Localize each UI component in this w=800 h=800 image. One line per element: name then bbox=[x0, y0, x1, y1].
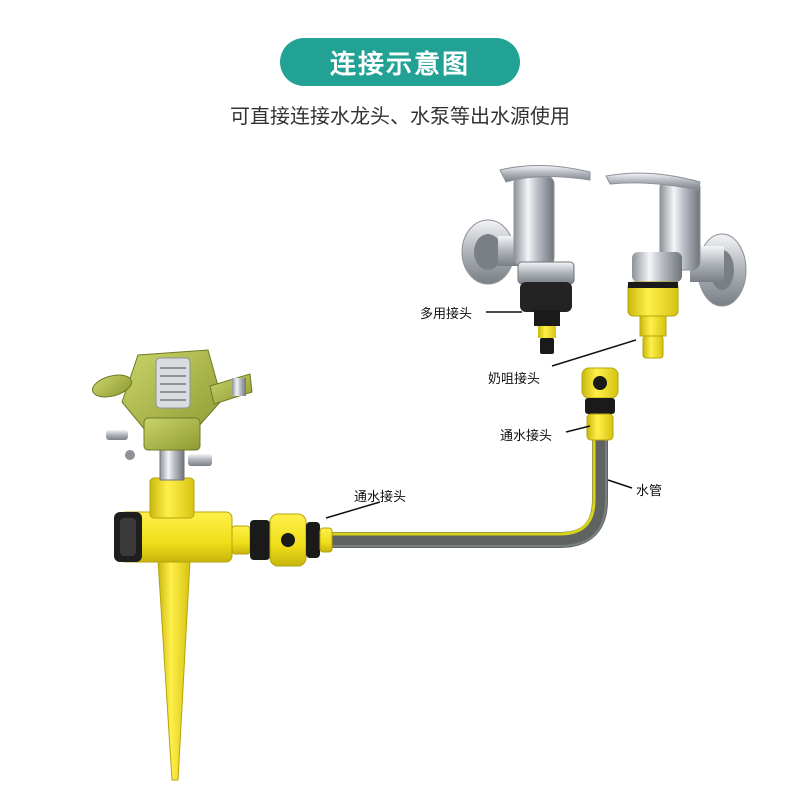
callout-line-connector-top bbox=[565, 425, 591, 433]
faucet-left bbox=[461, 165, 591, 354]
callout-line-nipple bbox=[551, 339, 637, 367]
label-nipple-adapter: 奶咀接头 bbox=[488, 372, 541, 387]
subtitle: 可直接连接水龙头、水泵等出水源使用 bbox=[230, 104, 570, 128]
callout-line-hose bbox=[607, 479, 633, 489]
connector-left bbox=[231, 513, 333, 567]
faucet-right bbox=[605, 172, 747, 359]
callout-line-connector-left bbox=[325, 501, 381, 519]
hose bbox=[322, 432, 608, 548]
label-multi-adapter: 多用接头 bbox=[420, 307, 473, 322]
title-pill: 连接示意图 bbox=[280, 38, 520, 86]
label-connector-left: 通水接头 bbox=[354, 490, 407, 505]
connector-top bbox=[581, 367, 619, 441]
label-hose: 水管 bbox=[636, 484, 663, 499]
label-connector-top: 通水接头 bbox=[500, 429, 553, 444]
sprinkler bbox=[92, 349, 253, 781]
callout-lines bbox=[325, 311, 637, 519]
